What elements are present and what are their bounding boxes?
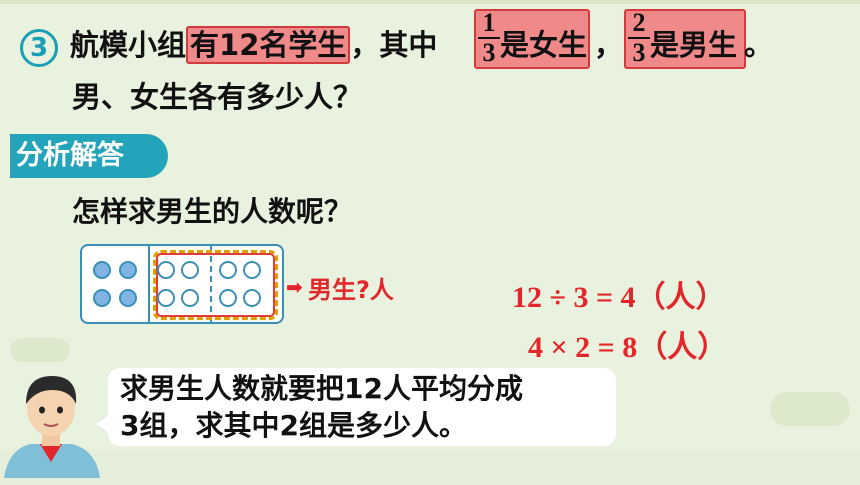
fraction-numerator: 2 — [632, 8, 646, 37]
girl-dot — [93, 261, 111, 279]
girl-dot — [119, 289, 137, 307]
problem-text: 航模小组 — [70, 28, 187, 62]
equation-multiply: 4 × 2 = 8（人） — [528, 331, 728, 364]
boys-group-selection — [153, 250, 278, 320]
fraction-one-third: 1 3 — [478, 10, 500, 66]
fraction-two-thirds: 2 3 — [628, 10, 650, 66]
boy-dot — [243, 261, 261, 279]
arrow-right-icon: ➡ — [286, 275, 303, 299]
boy-dot — [219, 289, 237, 307]
speech-line-1: 求男生人数就要把12人平均分成 — [120, 372, 523, 405]
problem-text: ， — [594, 28, 624, 62]
highlight-boys-fraction — [624, 9, 746, 69]
highlight-total-students: 有12名学生 — [186, 26, 351, 64]
boys-text: 是男生 — [650, 28, 738, 62]
problem-line-1: 航模小组有12名学生，其中 — [70, 20, 437, 70]
boys-count-label: 男生?人 — [308, 276, 394, 304]
boy-dot — [181, 289, 199, 307]
equation-divide: 12 ÷ 3 = 4（人） — [512, 281, 726, 314]
boy-dot — [157, 289, 175, 307]
girl-dot — [119, 261, 137, 279]
girls-text: 是女生 — [500, 28, 588, 62]
top-border — [0, 0, 860, 4]
fraction-bar — [628, 37, 650, 39]
highlight-girls-fraction — [474, 9, 590, 69]
problem-question: 男、女生各有多少人？ — [72, 80, 363, 114]
speech-line-2: 3组，求其中2组是多少人。 — [120, 409, 467, 442]
fraction-denominator: 3 — [632, 38, 646, 67]
speech-bubble: 求男生人数就要把12人平均分成 3组，求其中2组是多少人。 — [96, 368, 616, 446]
boy-dot — [243, 289, 261, 307]
problem-text: 。 — [744, 28, 774, 62]
problem-number: 3 — [20, 29, 58, 67]
boy-dot — [157, 261, 175, 279]
ground-decoration — [0, 450, 860, 485]
cloud-decoration — [10, 338, 70, 362]
problem-text: ，其中 — [350, 28, 438, 62]
guiding-question: 怎样求男生的人数呢？ — [72, 195, 353, 228]
fraction-bar — [478, 37, 500, 39]
student-diagram — [80, 244, 284, 324]
group-divider — [148, 246, 150, 322]
girl-dot — [93, 289, 111, 307]
fraction-numerator: 1 — [482, 8, 496, 37]
group-divider — [210, 246, 212, 322]
cloud-decoration — [770, 392, 850, 426]
boy-dot — [219, 261, 237, 279]
analysis-badge: 分析解答 — [10, 134, 168, 178]
boy-avatar — [4, 376, 100, 478]
boy-dot — [181, 261, 199, 279]
fraction-denominator: 3 — [482, 38, 496, 67]
